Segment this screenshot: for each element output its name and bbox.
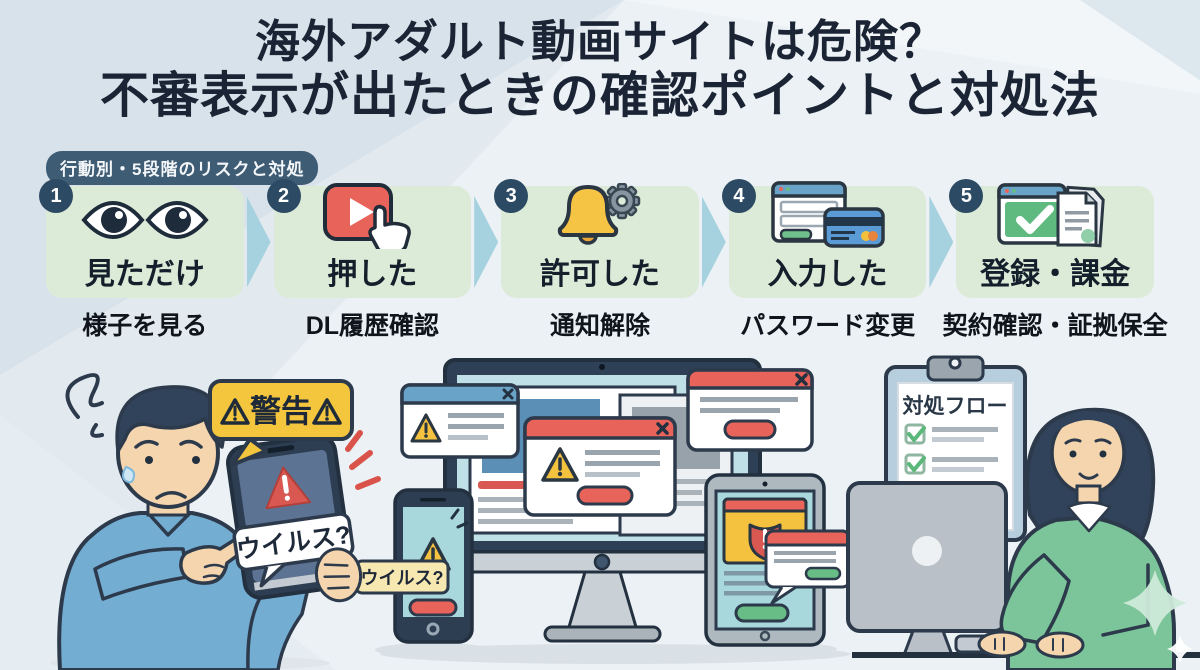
title-line-2: 不審表示が出たときの確認ポイントと対処法 (99, 69, 1100, 124)
warning-bubble-text: 警告 (250, 394, 312, 429)
browser-check-documents-icon (996, 177, 1114, 249)
step-4: 4 入力した (721, 179, 927, 342)
sparkle-icon (1167, 635, 1193, 663)
login-form-credit-card-icon (770, 177, 886, 249)
eyes-icon (80, 186, 210, 249)
step-5-response: 契約確認・証拠保全 (942, 312, 1168, 340)
popup-warning-red-center (523, 416, 677, 517)
step-1: 1 見ただけ 様子を見る (39, 179, 244, 342)
step-2-action: 押した (327, 258, 418, 291)
smartphone-warning-illustration: ウイルス? (354, 488, 474, 644)
sweat-drop-icon (122, 465, 136, 484)
tablet-warning-illustration (704, 473, 852, 647)
step-2-box: 2 押した (266, 179, 472, 298)
alert-emphasis-marks-icon (345, 430, 381, 490)
step-3-response: 通知解除 (549, 312, 650, 340)
step-1-box: 1 見ただけ (39, 179, 244, 298)
step-2-number-badge: 2 (266, 179, 301, 213)
flow-arrow-icon (929, 196, 954, 288)
popup-warning-blue (400, 383, 520, 459)
worried-man-illustration: ウイルス? 警告 (57, 373, 381, 670)
step-5-number-badge: 5 (949, 179, 984, 213)
step-5-action: 登録・課金 (980, 258, 1131, 291)
flow-arrow-icon (474, 196, 499, 288)
step-5-box: 5 (949, 179, 1154, 298)
step-4-box: 4 入力した (721, 179, 927, 298)
step-4-action: 入力した (767, 258, 888, 291)
clipboard-title: 対処フロー (903, 394, 1008, 418)
step-5: 5 (943, 179, 1168, 342)
held-smartphone: ウイルス? (226, 434, 363, 603)
step-1-action: 見ただけ (84, 258, 205, 291)
bottom-illustration: ウイルス? (50, 355, 1200, 670)
page-title: 海外アダルト動画サイトは危険？ 不審表示が出たときの確認ポイントと対処法 (0, 16, 1200, 125)
checklist-row (904, 423, 998, 445)
virus-tag: ウイルス? (354, 559, 450, 595)
step-2: 2 押した DL履歴確認 (266, 179, 472, 342)
virus-tag-text: ウイルス? (361, 568, 444, 588)
risk-steps-row: 1 見ただけ 様子を見る 2 (39, 179, 1168, 342)
step-4-response: パスワード変更 (740, 312, 916, 340)
step-4-number-badge: 4 (721, 179, 756, 213)
step-3-box: 3 (494, 179, 699, 298)
warning-triangle-icon (312, 398, 342, 425)
title-line-1: 海外アダルト動画サイトは危険？ (254, 16, 945, 67)
warning-speech-bubble: 警告 (208, 379, 354, 467)
step-3: 3 (494, 179, 699, 342)
flow-arrow-icon (701, 196, 726, 288)
sparkle-icon (1123, 570, 1187, 636)
popup-warning-red-right (686, 368, 814, 452)
step-2-response: DL履歴確認 (305, 312, 440, 340)
woman-illustration (977, 407, 1193, 670)
bell-gear-icon (548, 179, 652, 249)
worry-scribble-icon (65, 373, 104, 438)
step-3-number-badge: 3 (494, 179, 529, 213)
warning-triangle-icon (220, 398, 250, 425)
flow-arrow-icon (246, 196, 271, 288)
step-1-response: 様子を見る (82, 312, 208, 340)
step-3-action: 許可した (539, 258, 660, 291)
play-button-click-icon (317, 179, 427, 249)
step-1-number-badge: 1 (39, 179, 73, 213)
section-ribbon: 行動別・5段階のリスクと対処 (46, 151, 319, 185)
checklist-row (904, 453, 998, 475)
